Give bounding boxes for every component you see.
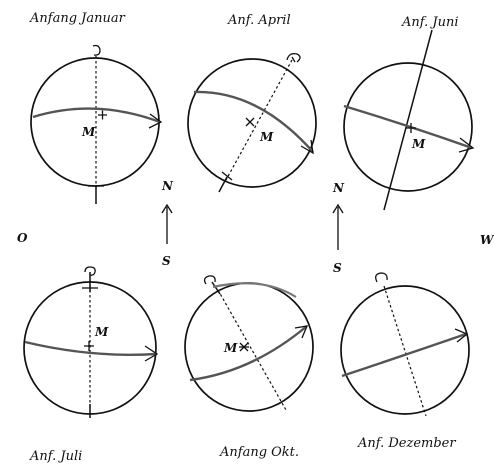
path-arrowhead — [458, 137, 475, 153]
axis-tick — [221, 171, 233, 181]
center-label: M — [223, 341, 238, 355]
sphere-january: Anfang Januar M — [29, 11, 163, 204]
center-star — [239, 342, 249, 352]
north-arrowhead — [161, 203, 173, 214]
center-plus — [84, 341, 94, 351]
path-arrowhead — [148, 113, 163, 129]
east-label: O — [17, 231, 28, 245]
daily-path — [24, 340, 157, 356]
daily-path — [189, 325, 308, 382]
sphere-december: Anf. Dezember — [340, 272, 470, 451]
daily-path — [343, 104, 473, 150]
west-label: W — [480, 233, 494, 247]
sphere-outline — [30, 57, 160, 187]
center-label: M — [411, 137, 426, 151]
center-plus — [98, 110, 107, 120]
center-plus — [406, 123, 416, 133]
center-label: M — [81, 125, 96, 139]
path-arrowhead — [294, 325, 309, 339]
sphere-outline — [187, 58, 317, 188]
rotation-arrow-icon — [84, 266, 96, 276]
daily-path — [341, 332, 467, 378]
rotation-axis — [225, 59, 293, 181]
sphere-april: Anf. April M — [187, 13, 317, 193]
daily-path — [32, 107, 161, 124]
rotation-axis — [383, 29, 433, 211]
sphere-june: Anf. Juni M — [343, 15, 475, 211]
north-label: N — [161, 179, 174, 193]
south-label: S — [333, 261, 342, 275]
label-january: Anfang Januar — [29, 11, 126, 26]
sphere-outline — [340, 285, 470, 415]
rotation-arrow-icon — [92, 44, 101, 56]
axis-stub — [218, 176, 228, 193]
label-july: Anf. Juli — [29, 449, 82, 464]
limb-shading — [212, 282, 297, 298]
north-arrowhead — [332, 203, 344, 214]
label-october: Anfang Okt. — [219, 445, 299, 460]
axis-stub — [211, 281, 221, 295]
sphere-july: Anf. Juli M — [23, 266, 159, 464]
rotation-arrow-icon — [375, 272, 388, 283]
center-cross — [245, 117, 255, 127]
south-label: S — [162, 254, 171, 268]
rotation-arrow-icon — [203, 275, 216, 285]
path-arrowhead — [300, 139, 314, 155]
daily-path — [193, 90, 314, 153]
label-april: Anf. April — [227, 13, 291, 28]
path-arrowhead — [144, 345, 159, 362]
north-label: N — [332, 181, 345, 195]
path-arrowhead — [454, 328, 469, 343]
sphere-outline — [343, 62, 473, 192]
center-label: M — [259, 130, 274, 144]
compass-right: N S — [332, 181, 345, 275]
label-december: Anf. Dezember — [357, 436, 456, 451]
label-june: Anf. Juni — [401, 15, 459, 30]
sphere-october: Anfang Okt. M — [184, 275, 314, 460]
rotation-arrow-icon — [286, 52, 301, 63]
center-label: M — [94, 325, 109, 339]
compass-left: N S — [161, 179, 174, 268]
